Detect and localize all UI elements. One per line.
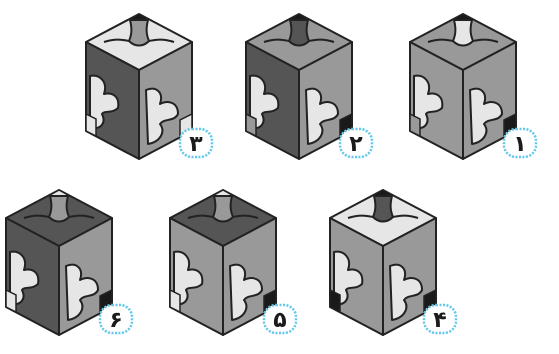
option-number-badge[interactable]: ۵ xyxy=(264,305,296,333)
top-cap-mark xyxy=(373,196,393,222)
cube-option-4[interactable] xyxy=(330,190,436,335)
option-number-badge[interactable]: ۲ xyxy=(340,129,372,157)
cube-option-6[interactable] xyxy=(6,190,112,335)
top-cap-mark xyxy=(49,196,69,222)
top-cap-mark xyxy=(289,20,309,46)
cube-option-5[interactable] xyxy=(170,190,276,335)
top-cap-mark xyxy=(213,196,233,222)
option-number-badge[interactable]: ۳ xyxy=(180,129,212,157)
option-number-badge[interactable]: ۴ xyxy=(424,305,456,333)
option-number-label: ۵ xyxy=(273,308,286,333)
option-number-label: ۲ xyxy=(349,132,363,157)
top-cap-mark xyxy=(453,20,473,46)
option-number-label: ۱ xyxy=(513,132,526,157)
option-number-badge[interactable]: ۶ xyxy=(100,305,132,333)
option-number-label: ۳ xyxy=(189,132,203,157)
option-number-label: ۴ xyxy=(433,308,446,333)
option-number-badge[interactable]: ۱ xyxy=(504,129,536,157)
top-cap-mark xyxy=(129,20,149,46)
cubes-layer: ۱ ۲ ۳ ۴ ۵ ۶ xyxy=(6,14,536,335)
cube-option-3[interactable] xyxy=(86,14,192,159)
cube-option-1[interactable] xyxy=(410,14,516,159)
option-number-label: ۶ xyxy=(109,308,122,333)
cube-option-2[interactable] xyxy=(246,14,352,159)
